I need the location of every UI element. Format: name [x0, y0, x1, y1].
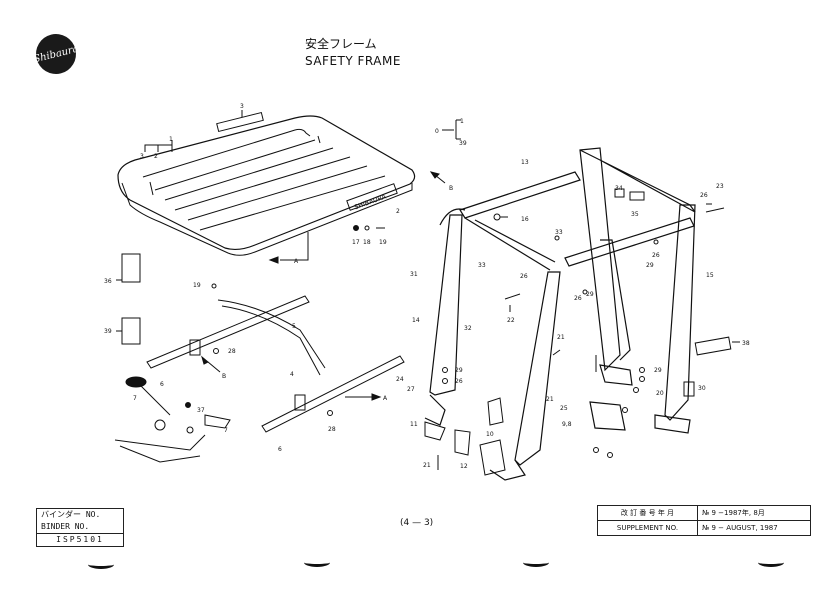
supplement-label-en: SUPPLEMENT NO.: [598, 521, 698, 535]
callout-14: 14: [412, 317, 420, 324]
callout-13: 13: [521, 159, 529, 166]
callout-1: 1: [169, 136, 173, 143]
callout-19a: 19: [379, 239, 387, 246]
arrow-label-a1: A: [294, 258, 299, 265]
callout-16: 16: [521, 216, 529, 223]
part-3-trim: [216, 111, 264, 133]
safety-frame: [424, 147, 696, 481]
callout-32: 32: [464, 325, 472, 332]
binder-code: ISP5101: [37, 533, 123, 546]
callout-29a: 29: [586, 291, 594, 298]
callout-21b: 21: [423, 462, 431, 469]
supplement-value-jp: № 9 −1987年, 8月: [698, 506, 810, 521]
callout-3a: 3: [140, 153, 144, 160]
supplement-box: 改 訂 番 号 年 月 № 9 −1987年, 8月 SUPPLEMENT NO…: [597, 505, 811, 536]
callout-23: 23: [716, 183, 724, 190]
callout-0: 0: [435, 128, 439, 135]
callout-28a: 28: [228, 348, 236, 355]
callout-26c: 26: [455, 378, 463, 385]
arrow-label-b2: B: [222, 373, 226, 380]
binding-mark-4: [758, 558, 784, 567]
binding-mark-1: [88, 560, 114, 569]
callout-37: 37: [197, 407, 205, 414]
callout-38: 38: [742, 340, 750, 347]
callout-31: 31: [410, 271, 418, 278]
callout-1b: 1: [460, 118, 464, 125]
arrow-label-b1: B: [449, 185, 453, 192]
binder-label-jp: バインダー NO.: [41, 510, 101, 519]
mounting-rails: [146, 283, 405, 433]
decal-39: [121, 317, 141, 345]
callout-9-8: 9,8: [562, 421, 572, 428]
callout-34: 34: [615, 185, 623, 192]
arrow-label-a2: A: [383, 395, 388, 402]
callout-27: 27: [407, 386, 415, 393]
binder-number-box: バインダー NO. BINDER NO. ISP5101: [36, 508, 124, 547]
decal-35: [629, 191, 645, 201]
callout-35: 35: [631, 211, 639, 218]
binding-mark-3: [523, 558, 549, 567]
lever-assembly: [114, 376, 231, 463]
part-30: [683, 381, 695, 397]
callout-39b: 39: [459, 140, 467, 147]
callout-5: 5: [292, 323, 296, 330]
callout-33a: 33: [555, 229, 563, 236]
decal-shibaura: SHIBAURA: [346, 183, 398, 211]
callout-21c: 21: [546, 396, 554, 403]
callout-39a: 39: [104, 328, 112, 335]
callout-11: 11: [410, 421, 418, 428]
decal-36: [121, 253, 141, 283]
callout-26a: 26: [520, 273, 528, 280]
callout-6b: 6: [278, 446, 282, 453]
callout-21a: 21: [557, 334, 565, 341]
callout-24: 24: [396, 376, 404, 383]
page-title-jp: 安全フレーム: [305, 37, 377, 51]
callout-10: 10: [486, 431, 494, 438]
callout-30: 30: [698, 385, 706, 392]
decal-34: [614, 188, 625, 198]
callout-29c: 29: [646, 262, 654, 269]
callout-29b: 29: [455, 367, 463, 374]
supplement-value-en: № 9 − AUGUST, 1987: [702, 524, 778, 532]
callout-28b: 28: [328, 426, 336, 433]
callout-22: 22: [507, 317, 515, 324]
callout-17: 17: [352, 239, 360, 246]
decal-38: [694, 336, 732, 356]
callout-6a: 6: [160, 381, 164, 388]
callout-26b: 26: [574, 295, 582, 302]
page-title-en: SAFETY FRAME: [305, 54, 401, 68]
callout-25: 25: [560, 405, 568, 412]
supplement-label-jp: 改 訂 番 号 年 月: [598, 506, 698, 521]
callout-7a: 7: [133, 395, 137, 402]
callout-2a: 2: [154, 153, 158, 160]
callout-2b: 2: [396, 208, 400, 215]
page-number: (4 — 3): [400, 518, 434, 528]
callout-18: 18: [363, 239, 371, 246]
binding-mark-2: [304, 558, 330, 567]
callout-19b: 19: [193, 282, 201, 289]
callout-26e: 26: [700, 192, 708, 199]
roof-canopy: [117, 115, 416, 256]
callout-20: 20: [656, 390, 664, 397]
callout-26d: 26: [652, 252, 660, 259]
binder-label-en: BINDER NO.: [41, 522, 90, 531]
callout-29d: 29: [654, 367, 662, 374]
callout-4: 4: [290, 371, 294, 378]
callout-7b: 7: [224, 427, 228, 434]
callout-12: 12: [460, 463, 468, 470]
callout-33b: 33: [478, 262, 486, 269]
callout-15: 15: [706, 272, 714, 279]
callout-3b: 3: [240, 103, 244, 110]
callout-36: 36: [104, 278, 112, 285]
